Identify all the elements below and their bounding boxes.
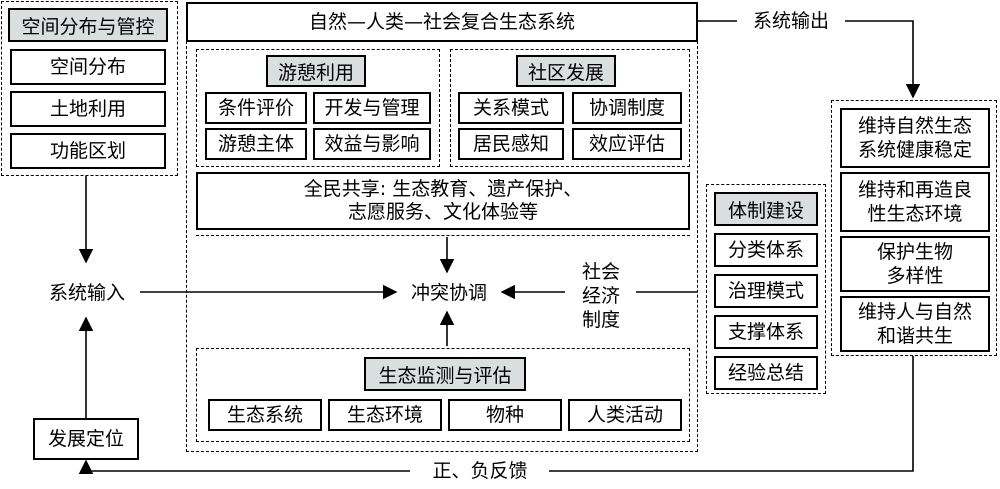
socio-label-institution: 制度 xyxy=(581,309,620,331)
institution-group xyxy=(706,184,826,394)
output-healthy-ecosystem: 维持自然生态 系统健康稳定 xyxy=(840,108,990,168)
public-sharing-box: 全民共享: 生态教育、遗产保护、 志愿服务、文化体验等 xyxy=(196,172,690,230)
output-harmony: 维持人与自然 和谐共生 xyxy=(840,296,990,352)
separator-upper xyxy=(196,235,690,236)
socio-label-economy: 经济 xyxy=(581,285,620,307)
community-title: 社区发展 xyxy=(516,55,616,87)
top-title-box: 自然—人类—社会复合生态系统 xyxy=(186,2,698,42)
feedback-label: 正、负反馈 xyxy=(412,458,548,484)
spatial-group xyxy=(1,1,178,176)
output-1-line-2: 系统健康稳定 xyxy=(857,139,972,161)
recreation-title: 游憩利用 xyxy=(266,55,366,87)
system-output-label: 系统输出 xyxy=(737,8,845,34)
institution-item-classification: 分类体系 xyxy=(714,233,818,267)
community-group xyxy=(450,49,690,167)
community-item-resident-perception: 居民感知 xyxy=(458,128,564,160)
monitoring-item-species: 物种 xyxy=(448,399,562,431)
spatial-item-zoning: 功能区划 xyxy=(10,133,166,169)
community-item-coordination-system: 协调制度 xyxy=(572,92,682,124)
output-3-line-1: 保护生物 xyxy=(876,241,953,263)
system-input-label: 系统输入 xyxy=(34,280,140,306)
recreation-item-condition-evaluation: 条件评价 xyxy=(205,92,307,124)
recreation-group xyxy=(196,49,440,167)
output-3-line-2: 多样性 xyxy=(886,265,944,287)
arrow-feedback-to-development xyxy=(78,459,410,474)
institution-title: 体制建设 xyxy=(714,192,818,226)
spatial-item-land-use: 土地利用 xyxy=(10,91,166,127)
socio-economic-institution-label: 社会 经济 制度 xyxy=(567,258,635,334)
monitoring-item-ecosystem: 生态系统 xyxy=(208,399,322,431)
monitoring-title: 生态监测与评估 xyxy=(364,357,526,391)
community-item-effect-assessment: 效应评估 xyxy=(572,128,682,160)
institution-item-support: 支撑体系 xyxy=(714,315,818,349)
monitoring-item-ecological-environment: 生态环境 xyxy=(328,399,442,431)
development-positioning-box: 发展定位 xyxy=(33,418,139,460)
socio-label-society: 社会 xyxy=(581,261,620,283)
recreation-item-benefits-impacts: 效益与影响 xyxy=(313,128,431,160)
monitoring-group xyxy=(196,348,690,442)
outputs-group xyxy=(831,100,997,356)
public-sharing-line-2: 志愿服务、文化体验等 xyxy=(347,201,538,223)
output-1-line-1: 维持自然生态 xyxy=(857,115,972,137)
output-4-line-2: 和谐共生 xyxy=(876,325,953,347)
institution-item-experience: 经验总结 xyxy=(714,356,818,390)
output-2-line-2: 性生态环境 xyxy=(867,203,963,225)
spatial-item-distribution: 空间分布 xyxy=(10,49,166,85)
output-good-environment: 维持和再造良 性生态环境 xyxy=(840,172,990,232)
community-item-relationship-model: 关系模式 xyxy=(458,92,564,124)
monitoring-item-human-activities: 人类活动 xyxy=(568,399,682,431)
output-2-line-1: 维持和再造良 xyxy=(857,179,972,201)
recreation-item-recreation-subject: 游憩主体 xyxy=(205,128,307,160)
output-biodiversity: 保护生物 多样性 xyxy=(840,236,990,292)
arrow-feedback-loop xyxy=(549,356,914,472)
output-4-line-1: 维持人与自然 xyxy=(857,301,972,323)
public-sharing-line-1: 全民共享: 生态教育、遗产保护、 xyxy=(303,178,583,200)
conflict-coordination-label: 冲突协调 xyxy=(398,280,500,306)
spatial-title: 空间分布与管控 xyxy=(8,8,168,42)
recreation-item-development-management: 开发与管理 xyxy=(313,92,431,124)
institution-item-governance: 治理模式 xyxy=(714,274,818,308)
